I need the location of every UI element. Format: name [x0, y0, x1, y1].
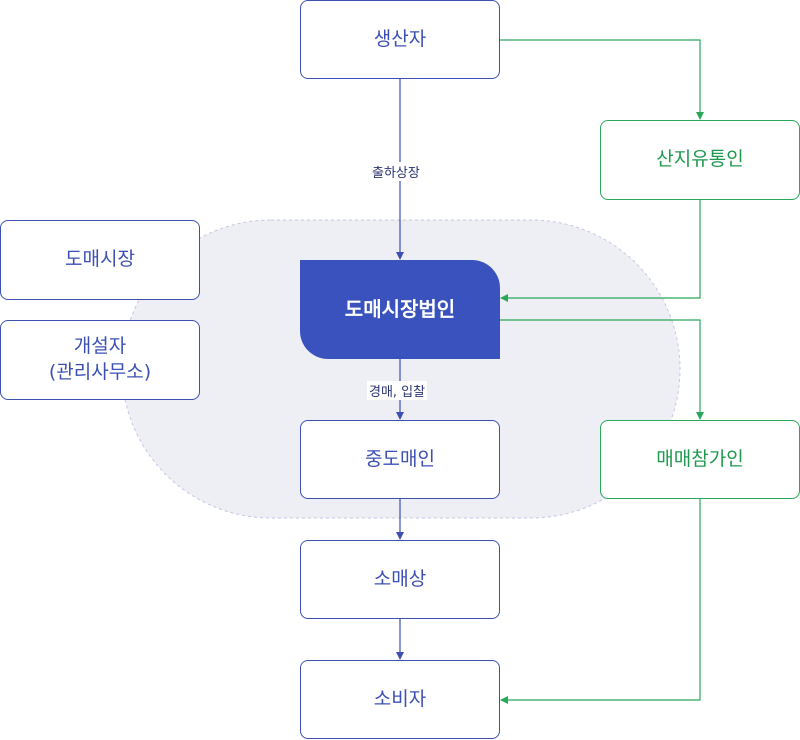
edge-corporation-to-participant [500, 319, 704, 420]
market-zone [121, 219, 681, 519]
node-founder-label-line2: (관리사무소) [48, 361, 152, 383]
node-participant: 매매참가인 [600, 420, 800, 499]
node-collector-label: 산지유통인 [656, 148, 744, 171]
edge-label-shipment: 출하상장 [370, 162, 422, 181]
node-founder: 개설자 (관리사무소) [0, 320, 200, 400]
node-retailer-label: 소매상 [373, 567, 427, 590]
node-market-label: 도매시장 [65, 248, 135, 271]
node-collector: 산지유통인 [600, 120, 800, 200]
node-retailer: 소매상 [300, 540, 500, 619]
edge-collector-to-corporation [500, 200, 701, 302]
node-consumer-label: 소비자 [373, 687, 427, 710]
node-founder-label-line1: 개설자 [73, 335, 127, 358]
node-corporation: 도매시장법인 [300, 260, 500, 359]
node-middle-label: 중도매인 [365, 447, 435, 470]
edge-participant-to-consumer [500, 499, 701, 704]
node-market: 도매시장 [0, 220, 200, 300]
node-producer: 생산자 [300, 0, 500, 79]
edge-label-auction: 경매, 입찰 [367, 381, 428, 400]
node-participant-label: 매매참가인 [656, 447, 744, 470]
node-middle: 중도매인 [300, 420, 500, 499]
node-producer-label: 생산자 [373, 27, 427, 50]
node-consumer: 소비자 [300, 660, 500, 739]
edge-producer-to-collector [500, 39, 704, 120]
node-corporation-label: 도매시장법인 [344, 297, 456, 321]
